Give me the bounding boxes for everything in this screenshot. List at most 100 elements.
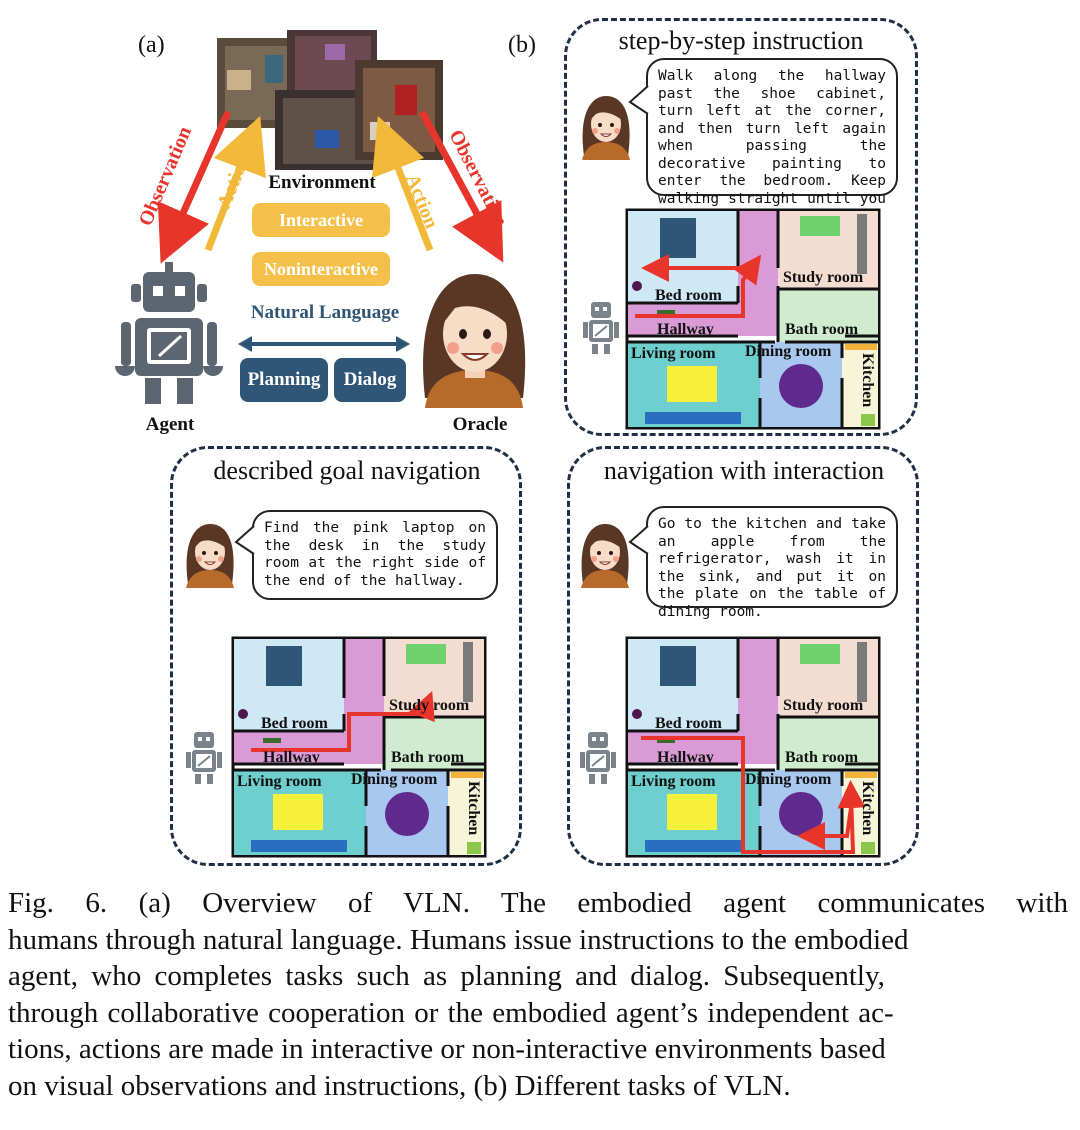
task-title: described goal navigation	[213, 456, 481, 485]
double-arrow-icon	[238, 336, 410, 352]
kitchen-area	[448, 770, 484, 855]
vacuum-cleaner	[238, 709, 248, 719]
shoe-cabinet	[263, 738, 281, 743]
room-label-living-room: Living room	[631, 345, 716, 362]
task-box-with-interaction	[567, 446, 919, 866]
room-label-living-room: Living room	[631, 773, 716, 790]
bed-furniture	[266, 646, 302, 686]
study-desk	[800, 644, 840, 664]
shoe-cabinet	[657, 738, 675, 743]
robot-icon	[115, 262, 223, 404]
refrigerator	[861, 842, 875, 854]
caption-line: on visual observations and instructions,…	[8, 1069, 791, 1102]
bookshelf	[463, 642, 473, 702]
natural-language-label: Natural Language	[250, 302, 400, 323]
bath-room-area	[778, 289, 878, 342]
bed-furniture	[660, 646, 696, 686]
caption-line: Fig. 6. (a) Overview of VLN. The embodie…	[8, 887, 1068, 919]
living-table	[667, 794, 717, 830]
room-label-living-room: Living room	[237, 773, 322, 790]
instruction-text: Go to the kitchen and take an apple from…	[658, 516, 886, 620]
robot-small-icon	[580, 732, 616, 784]
navigation-route	[251, 691, 435, 752]
hallway-area	[628, 303, 778, 336]
woman-avatar-icon	[582, 96, 630, 160]
bed-furniture	[660, 218, 696, 258]
room-label-dining-room: Dining room	[351, 771, 438, 788]
instruction-bubble: Find the pink laptop on the desk in the …	[252, 510, 498, 600]
woman-avatar-icon	[581, 524, 629, 588]
room-label-kitchen: Kitchen	[859, 781, 876, 835]
dining-table	[385, 792, 429, 836]
woman-avatar-icon	[186, 524, 234, 588]
bath-room-area	[778, 717, 878, 770]
robot-small-icon	[583, 302, 619, 354]
instruction-text: Walk along the hallway past the shoe cab…	[658, 68, 886, 224]
instruction-bubble: Go to the kitchen and take an apple from…	[646, 506, 898, 620]
dining-table	[779, 792, 823, 836]
caption-line: tions, actions are made in interactive o…	[8, 1033, 886, 1065]
room-label-study-room: Study room	[783, 697, 864, 714]
kitchen-counter	[845, 344, 877, 350]
room-label-bath-room: Bath room	[391, 749, 465, 766]
kitchen-area	[842, 342, 878, 427]
instruction-bubble: Walk along the hallway past the shoe cab…	[646, 58, 898, 224]
bubble-tail	[628, 85, 650, 115]
task-title: navigation with interaction	[603, 456, 885, 485]
planning-pill: Planning	[240, 358, 328, 402]
overview-arrows	[157, 110, 504, 264]
shoe-cabinet	[657, 310, 675, 315]
hallway-area	[234, 731, 384, 764]
dining-table	[779, 364, 823, 408]
figure-caption: Fig. 6. (a) Overview of VLN. The embodie…	[8, 885, 1068, 1104]
task-title: step-by-step instruction	[618, 26, 864, 55]
vacuum-cleaner	[632, 281, 642, 291]
room-label-bed-room: Bed room	[655, 287, 722, 304]
kitchen-counter	[451, 772, 483, 778]
agent-label: Agent	[145, 414, 195, 435]
navigation-route	[635, 254, 762, 318]
room-label-hallway: Hallway	[657, 321, 714, 338]
room-label-dining-room: Dining room	[745, 343, 832, 360]
room-label-bath-room: Bath room	[785, 321, 859, 338]
bookshelf	[857, 642, 867, 702]
task-box-step-by-step	[564, 18, 918, 436]
bookshelf	[857, 214, 867, 274]
room-label-study-room: Study room	[783, 269, 864, 286]
caption-line: through collaborative cooperation or the…	[8, 996, 894, 1029]
refrigerator	[861, 414, 875, 426]
bubble-tail	[628, 525, 650, 555]
bubble-tail	[234, 525, 256, 555]
living-table	[667, 366, 717, 402]
room-label-kitchen: Kitchen	[465, 781, 482, 835]
caption-line: humans through natural language. Humans …	[8, 923, 909, 956]
oracle-woman-icon	[423, 274, 526, 408]
room-label-hallway: Hallway	[657, 749, 714, 766]
noninteractive-pill: Noninteractive	[252, 252, 390, 286]
room-label-kitchen: Kitchen	[859, 353, 876, 407]
observation-arrow-right	[418, 110, 504, 263]
study-desk	[406, 644, 446, 664]
sofa	[645, 412, 741, 424]
vacuum-cleaner	[632, 709, 642, 719]
room-label-bath-room: Bath room	[785, 749, 859, 766]
room-label-bed-room: Bed room	[655, 715, 722, 732]
study-desk	[800, 216, 840, 236]
interactive-pill: Interactive	[252, 203, 390, 237]
environment-label: Environment	[268, 172, 376, 193]
action-arrow-left	[204, 115, 266, 252]
panel-b-label: (b)	[508, 32, 536, 58]
caption-line: agent, who completes tasks such as plann…	[8, 960, 885, 992]
sofa	[645, 840, 741, 852]
kitchen-counter	[845, 772, 877, 778]
dialog-pill: Dialog	[334, 358, 406, 402]
bath-room-area	[384, 717, 484, 770]
panel-a-label: (a)	[138, 32, 165, 58]
room-label-bed-room: Bed room	[261, 715, 328, 732]
room-label-hallway: Hallway	[263, 749, 320, 766]
navigation-route	[641, 736, 866, 854]
living-table	[273, 794, 323, 830]
